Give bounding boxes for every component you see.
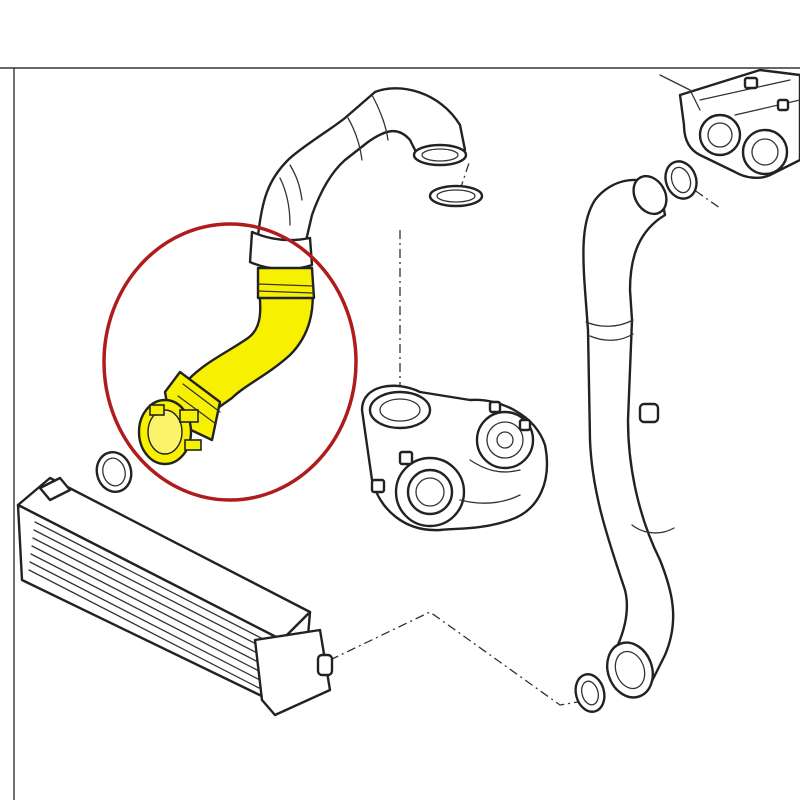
o-rings xyxy=(95,160,698,713)
intercooler-fins xyxy=(28,521,266,689)
frame xyxy=(0,67,800,800)
throttle-housing xyxy=(659,68,800,180)
turbocharger xyxy=(360,384,549,532)
yellow-pipe-body xyxy=(186,278,314,412)
upper-intake-hose xyxy=(248,87,468,271)
right-charge-pipe xyxy=(582,174,675,699)
highlighted-charge-pipe xyxy=(137,266,316,466)
highlight-circle xyxy=(102,222,358,502)
intercooler xyxy=(16,476,334,717)
